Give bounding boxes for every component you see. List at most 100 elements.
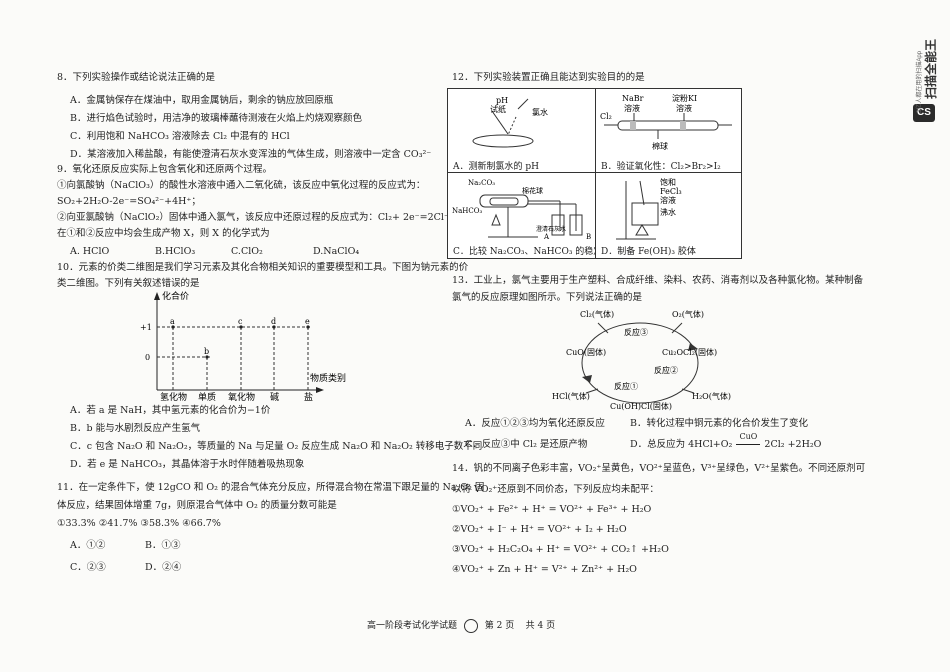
label-e: e [305, 317, 310, 326]
q11-stem-line1: 11．在一定条件下，使 12gCO 和 O₂ 的混合气体充分反应，所得混合物在常… [57, 482, 485, 493]
q12-caption-b: B．验证氧化性：Cl₂>Br₂>I₂ [601, 162, 721, 172]
emblem-icon [463, 618, 478, 633]
q12-caption-d: D．制备 Fe(OH)₃ 胶体 [601, 247, 696, 257]
q9-line3: ②向亚氯酸钠（NaClO₂）固体中通入氯气，该反应中还原过程的反应式为：Cl₂+… [57, 212, 459, 223]
node-hcl: HCl(气体) [552, 391, 590, 401]
halogen-tube-drawing: NaBr 溶液 淀粉KI 溶液 Cl₂ 棉球 [600, 93, 732, 151]
q9-option-b: B.HClO₃ [155, 246, 196, 257]
q13-option-d-prefix: D．总反应为 4HCl+O₂ [630, 439, 733, 450]
q8-option-c: C．利用饱和 NaHCO₃ 溶液除去 Cl₂ 中混有的 HCl [70, 131, 290, 142]
q12-panel-b: NaBr 溶液 淀粉KI 溶液 Cl₂ 棉球 B．验证氧化性：Cl₂>Br₂>I… [595, 88, 742, 174]
colloid-prep-drawing: 饱和 FeCl₃ 溶液 沸水 [616, 177, 682, 240]
scanner-watermark: CS 扫描全能王 3亿人都在用的扫描App [911, 8, 939, 128]
label-a: a [170, 317, 175, 326]
q12-panel-d: 饱和 FeCl₃ 溶液 沸水 D．制备 Fe(OH)₃ 胶体 [595, 172, 742, 259]
q8-option-d: D．某溶液加入稀盐酸，有能使澄清石灰水变浑浊的气体生成，则溶液中一定含 CO₃²… [70, 149, 432, 160]
svg-text:NaHCO₃: NaHCO₃ [452, 207, 482, 215]
brand-name: 扫描全能王 [924, 38, 938, 99]
q9-option-c: C.ClO₂ [231, 246, 263, 257]
q14-reaction-2: ②VO₂⁺ + I⁻ + H⁺ = VO²⁺ + I₂ + H₂O [452, 524, 627, 535]
q11-option-d: D．②④ [145, 562, 182, 573]
q14-stem-line1: 14．钒的不同离子色彩丰富，VO₂⁺呈黄色，VO²⁺呈蓝色，V³⁺呈绿色，V²⁺… [452, 463, 866, 474]
q9-option-d: D.NaClO₄ [313, 246, 360, 257]
q13-option-a: A．反应①②③均为氧化还原反应 [465, 418, 605, 429]
reaction-1: 反应① [614, 381, 638, 391]
q11-option-b: B．①③ [145, 540, 181, 551]
q10-option-b: B．b 能与水剧烈反应产生氢气 [70, 423, 201, 434]
carbonate-stability-drawing: Na₂CO₃ 棉花球 NaHCO₃ 澄清石灰水 A B [452, 179, 591, 241]
node-cu2ocl2: Cu₂OCl₂(固体) [662, 347, 717, 357]
q10-option-a: A．若 a 是 NaH，其中氢元素的化合价为−1价 [70, 405, 271, 416]
q10-stem-line2: 类二维图。下列有关叙述错误的是 [57, 278, 200, 289]
q11-stem-line2: 体反应，结果固体增重 7g，则原混合气体中 O₂ 的质量分数可能是 [57, 500, 337, 511]
q9-line1: ①向氯酸钠（NaClO₃）的酸性水溶液中通入二氧化硫，该反应中氧化过程的反应式为… [57, 180, 426, 191]
q9-stem: 9．氧化还原反应实际上包含氧化和还原两个过程。 [57, 164, 273, 175]
svg-text:氯水: 氯水 [532, 107, 548, 117]
q8-stem: 8．下列实验操作或结论说法正确的是 [57, 72, 216, 83]
catalyst-label: CuO [739, 432, 758, 441]
x-tick-oxide: 氧化物 [228, 391, 255, 403]
q12-stem: 12．下列实验装置正确且能达到实验目的的是 [452, 72, 645, 83]
svg-text:沸水: 沸水 [660, 207, 676, 217]
q9-option-a: A. HClO [70, 246, 110, 257]
q12-caption-a: A．测新制氯水的 pH [453, 162, 539, 172]
node-h2o: H₂O(气体) [692, 391, 731, 401]
reaction-3: 反应③ [624, 327, 648, 337]
point-b [205, 355, 209, 359]
x-axis-label: 物质类别 [310, 372, 346, 384]
q10-diagram: 化合价 +1 0 a b c d e 物质类别 氢化物 单质 氧化物 碱 盐 [140, 290, 346, 403]
svg-text:棉球: 棉球 [652, 141, 668, 151]
q13-option-c: C．反应③中 Cl₂ 是还原产物 [465, 439, 588, 450]
q8-option-a: A．金属钠保存在煤油中，取用金属钠后，剩余的钠应放回原瓶 [70, 95, 334, 106]
point-a [171, 325, 175, 329]
svg-text:B: B [586, 233, 591, 241]
q11-option-a: A．①② [70, 540, 106, 551]
svg-text:溶液: 溶液 [676, 103, 692, 113]
svg-text:A: A [543, 233, 550, 241]
q14-reaction-3: ③VO₂⁺ + H₂C₂O₄ + H⁺ = VO²⁺ + CO₂↑ +H₂O [452, 544, 669, 555]
q11-candidates: ①33.3% ②41.7% ③58.3% ④66.7% [57, 518, 221, 529]
node-cuohcl: Cu(OH)Cl(固体) [610, 401, 672, 411]
y-tick-0: 0 [145, 353, 150, 362]
q8-option-b: B．进行焰色试验时，用洁净的玻璃棒蘸待测液在火焰上灼烧观察颜色 [70, 113, 362, 124]
q13-stem-line1: 13．工业上，氯气主要用于生产塑料、合成纤维、染料、农药、消毒剂以及各种氯化物。… [452, 275, 864, 286]
q10-option-d: D．若 e 是 NaHCO₃，其晶体溶于水时伴随着吸热现象 [70, 459, 305, 470]
label-d: d [271, 317, 276, 326]
label-c: c [238, 317, 243, 326]
svg-text:饱和: 饱和 [660, 177, 676, 187]
q13-stem-line2: 氯气的反应原理如图所示。下列说法正确的是 [452, 292, 643, 303]
ph-test-drawing: pH 试纸 氯水 [472, 96, 548, 148]
x-tick-base: 碱 [270, 392, 279, 403]
q12-caption-c: C．比较 Na₂CO₃、NaHCO₃ 的稳定性 [453, 247, 612, 257]
point-d [272, 325, 276, 329]
page-footer: 高一阶段考试化学试题 第 2 页 共 4 页 [367, 618, 587, 633]
x-tick-salt: 盐 [304, 391, 313, 403]
node-cuo: CuO(固体) [566, 347, 606, 357]
y-axis-label: 化合价 [162, 290, 189, 302]
q9-line2: SO₂+2H₂O-2e⁻=SO₄²⁻+4H⁺； [57, 196, 201, 207]
q14-stem-line2: 以将 VO₂⁺还原到不同价态，下列反应均未配平： [452, 484, 659, 495]
cs-logo: CS [913, 104, 935, 122]
brand-tagline: 3亿人都在用的扫描App [917, 50, 923, 113]
svg-text:Cl₂: Cl₂ [600, 112, 612, 121]
q12-panel-a: pH 试纸 氯水 A．测新制氯水的 pH [447, 88, 597, 174]
svg-text:澄清石灰水: 澄清石灰水 [536, 225, 566, 233]
reaction-2: 反应② [654, 365, 678, 375]
node-cl2: Cl₂(气体) [580, 309, 614, 319]
footer-page: 第 2 页 [484, 621, 515, 631]
y-tick-plus1: +1 [140, 323, 152, 332]
q13-cycle-diagram: Cl₂(气体) O₂(气体) CuO(固体) Cu₂OCl₂(固体) HCl(气… [552, 309, 731, 411]
x-tick-element: 单质 [198, 391, 216, 403]
footer-total: 共 4 页 [525, 621, 556, 631]
svg-text:试纸: 试纸 [490, 104, 506, 114]
svg-text:NaBr: NaBr [622, 94, 644, 103]
point-c [239, 325, 243, 329]
q12-panel-c: Na₂CO₃ 棉花球 NaHCO₃ 澄清石灰水 A B C．比较 Na₂CO₃、… [447, 172, 611, 259]
q10-option-c: C．c 包含 Na₂O 和 Na₂O₂，等质量的 Na 与足量 O₂ 反应生成 … [70, 441, 483, 452]
svg-text:淀粉KI: 淀粉KI [672, 93, 697, 103]
svg-text:溶液: 溶液 [624, 103, 640, 113]
q11-option-c: C．②③ [70, 562, 106, 573]
q14-reaction-4: ④VO₂⁺ + Zn + H⁺ = V²⁺ + Zn²⁺ + H₂O [452, 564, 637, 575]
x-tick-hydride: 氢化物 [160, 391, 187, 403]
point-e [306, 325, 310, 329]
